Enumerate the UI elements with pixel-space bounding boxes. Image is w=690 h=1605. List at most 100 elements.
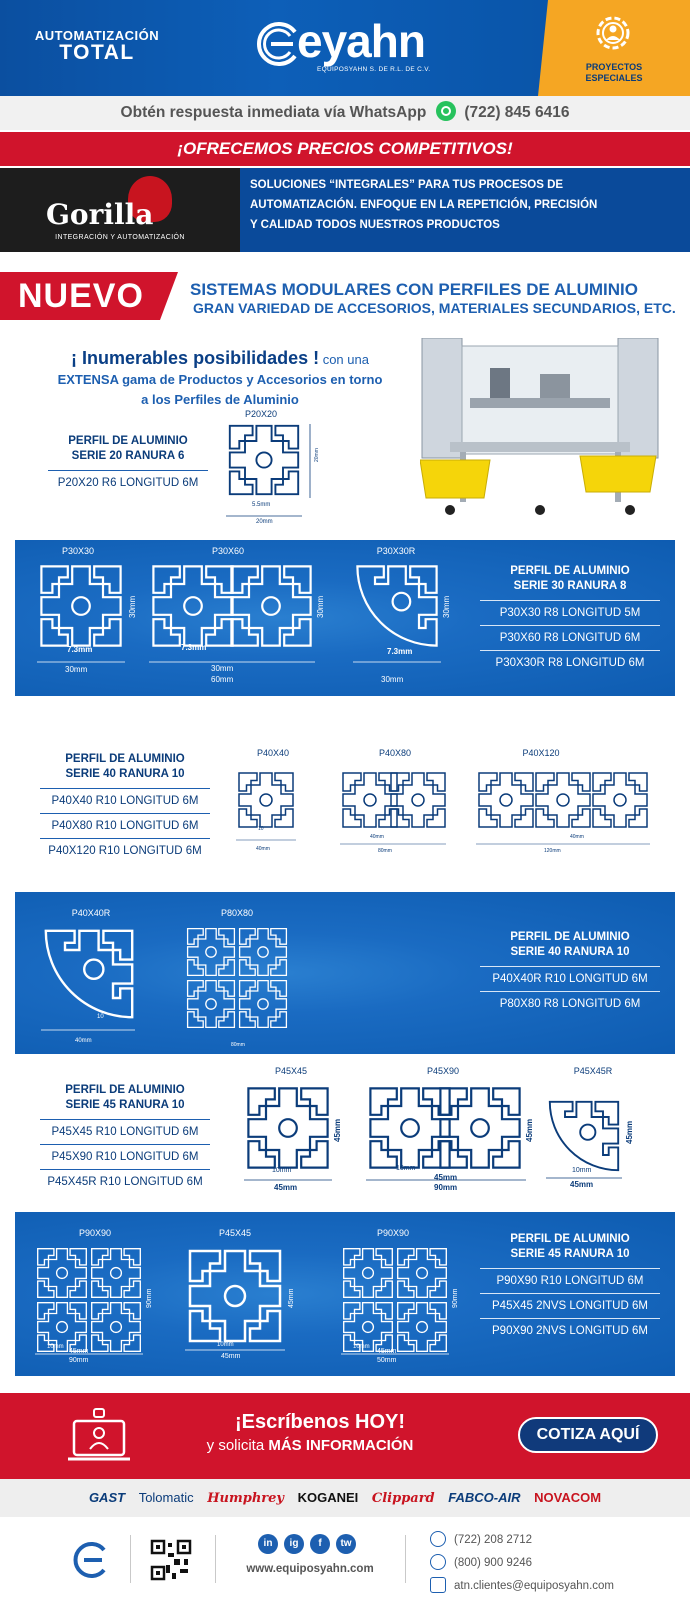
serie-20-title: PERFIL DE ALUMINIO SERIE 20 RANURA 6 bbox=[48, 434, 208, 464]
email-icon bbox=[430, 1577, 446, 1593]
dim-label: 40mm bbox=[75, 1038, 92, 1044]
email-text: atn.clientes@equiposyahn.com bbox=[454, 1580, 614, 1592]
dim-label: 45mm bbox=[333, 1119, 342, 1142]
dim-label: 45mm bbox=[288, 1288, 295, 1308]
serie-40-title-1: PERFIL DE ALUMINIO bbox=[65, 753, 185, 765]
profile-label: P40X40R bbox=[71, 908, 111, 918]
profile-p90-drawings: 10mm 45mm 90mm 90mm 10mm 45mm 45mm 10mm … bbox=[35, 1248, 459, 1364]
brand-logo[interactable]: Humphrey bbox=[207, 1491, 284, 1506]
qr-code-icon[interactable] bbox=[150, 1539, 192, 1581]
contact-email[interactable]: atn.clientes@equiposyahn.com bbox=[430, 1577, 614, 1593]
serie-45-specs: PERFIL DE ALUMINIO SERIE 45 RANURA 10 P9… bbox=[480, 1232, 660, 1343]
special-projects-badge[interactable]: PROYECTOS ESPECIALES bbox=[538, 0, 690, 96]
eyahn-logo-mark-icon bbox=[257, 22, 297, 66]
serie-45-list: P45X45 R10 LONGITUD 6M P45X90 R10 LONGIT… bbox=[40, 1119, 210, 1194]
product-row[interactable]: P30X60 R8 LONGITUD 6M bbox=[480, 625, 660, 650]
profile-label: P90X90 bbox=[376, 1228, 410, 1238]
special-line-1: PROYECTOS bbox=[585, 62, 643, 72]
profile-label: P45X90 bbox=[426, 1066, 460, 1076]
cta-banner: ¡Escríbenos HOY! y solicita MÁS INFORMAC… bbox=[0, 1393, 690, 1479]
whatsapp-bar[interactable]: Obtén respuesta inmediata vía WhatsApp (7… bbox=[0, 96, 690, 130]
dim-label: 60mm bbox=[211, 675, 234, 684]
brand-logo[interactable]: Tolomatic bbox=[138, 1490, 194, 1505]
dim-label: 30mm bbox=[65, 665, 88, 674]
whatsapp-phone[interactable]: (722) 845 6416 bbox=[464, 104, 570, 121]
brand-logo[interactable]: Clippard bbox=[371, 1491, 435, 1506]
tagline-line-1: AUTOMATIZACIÓN bbox=[34, 28, 160, 43]
logo-subtitle: EQUIPOSYAHN S. DE R.L. DE C.V. bbox=[317, 66, 431, 73]
dim-slot-label: 10mm bbox=[217, 1342, 234, 1348]
product-row[interactable]: P30X30R R8 LONGITUD 6M bbox=[480, 650, 660, 675]
intro-text: ¡ Inumerables posibilidades ! con una EX… bbox=[30, 348, 410, 410]
product-row[interactable]: P45X45 2NVS LONGITUD 6M bbox=[480, 1293, 660, 1318]
product-row[interactable]: P40X120 R10 LONGITUD 6M bbox=[40, 838, 210, 863]
intro-headline: ¡ Inumerables posibilidades ! bbox=[71, 348, 320, 368]
gorilla-tagline: INTEGRACIÓN Y AUTOMATIZACIÓN bbox=[55, 234, 185, 241]
profile-p45-drawings: 45mm 10mm 45mm 45mm 90mm 10mm 45mm 10mm … bbox=[244, 1087, 634, 1192]
dim-label: 45mm bbox=[69, 1348, 89, 1355]
serie-40r-specs: PERFIL DE ALUMINIO SERIE 40 RANURA 10 P4… bbox=[480, 930, 660, 1016]
header-tagline: AUTOMATIZACIÓN TOTAL bbox=[22, 28, 172, 65]
serie-45-title-2: SERIE 45 RANURA 10 bbox=[65, 1099, 185, 1111]
gorilla-brand-block: Gorilla INTEGRACIÓN Y AUTOMATIZACIÓN bbox=[0, 168, 240, 252]
profile-label: P40X80 bbox=[378, 748, 412, 758]
phone-icon bbox=[430, 1554, 446, 1570]
product-row[interactable]: P40X40 R10 LONGITUD 6M bbox=[40, 788, 210, 813]
contact-phone-2[interactable]: (800) 900 9246 bbox=[430, 1554, 532, 1570]
instagram-icon[interactable]: ig bbox=[284, 1534, 304, 1554]
profile-p30-drawings: 7.3mm 7.3mm 7.3mm 30mm 30mm 60mm 30mm 30… bbox=[37, 565, 451, 684]
product-row[interactable]: P45X45R R10 LONGITUD 6M bbox=[40, 1169, 210, 1194]
website-link[interactable]: www.equiposyahn.com bbox=[246, 1563, 374, 1575]
linkedin-icon[interactable]: in bbox=[258, 1534, 278, 1554]
serie-45b-title: PERFIL DE ALUMINIO SERIE 45 RANURA 10 bbox=[480, 1232, 660, 1262]
dim-label: 90mm bbox=[146, 1288, 153, 1308]
brand-logo[interactable]: KOGANEI bbox=[297, 1490, 359, 1505]
brand-logo[interactable]: GAST bbox=[88, 1490, 126, 1505]
dim-slot-label: 10 bbox=[97, 1014, 104, 1020]
product-row[interactable]: P80X80 R8 LONGITUD 6M bbox=[480, 991, 660, 1016]
dim-label: 45mm bbox=[377, 1348, 397, 1355]
contact-phone-1[interactable]: (722) 208 2712 bbox=[430, 1531, 532, 1547]
cta-headline: ¡Escríbenos HOY! bbox=[234, 1411, 406, 1433]
brand-logo[interactable]: FABCO-AIR bbox=[448, 1490, 521, 1505]
product-row[interactable]: P40X40R R10 LONGITUD 6M bbox=[480, 966, 660, 991]
dim-label: 45mm bbox=[434, 1173, 457, 1182]
phone-icon bbox=[430, 1531, 446, 1547]
quote-button[interactable]: COTIZA AQUÍ bbox=[518, 1417, 658, 1453]
eyahn-footer-logo-icon[interactable] bbox=[72, 1541, 110, 1579]
footer-divider bbox=[130, 1535, 131, 1583]
dim-height-label: 20mm bbox=[314, 448, 320, 462]
product-row[interactable]: P20X20 R6 LONGITUD 6M bbox=[48, 470, 208, 495]
dim-label: 30mm bbox=[381, 675, 404, 684]
serie-20-title-2: SERIE 20 RANURA 6 bbox=[71, 450, 185, 462]
dim-width-label: 20mm bbox=[256, 519, 273, 524]
dim-label: 120mm bbox=[544, 848, 561, 854]
profile-label: P80X80 bbox=[220, 908, 254, 918]
dim-label: 90mm bbox=[452, 1288, 459, 1308]
logo-wordmark: eyahn bbox=[297, 15, 426, 67]
profile-p20x20-drawing: 5.5mm 20mm 20mm bbox=[226, 424, 320, 524]
product-row[interactable]: P45X90 R10 LONGITUD 6M bbox=[40, 1144, 210, 1169]
product-row[interactable]: P30X30 R8 LONGITUD 5M bbox=[480, 600, 660, 625]
facebook-icon[interactable]: f bbox=[310, 1534, 330, 1554]
whatsapp-text: Obtén respuesta inmediata vía WhatsApp bbox=[120, 104, 427, 121]
dim-label: 45mm bbox=[625, 1121, 634, 1144]
brand-logo[interactable]: NOVACOM bbox=[534, 1490, 602, 1505]
tagline-line-2: TOTAL bbox=[59, 41, 135, 64]
serie-40r-title: PERFIL DE ALUMINIO SERIE 40 RANURA 10 bbox=[480, 930, 660, 960]
phone-2-text: (800) 900 9246 bbox=[454, 1557, 533, 1569]
product-row[interactable]: P40X80 R10 LONGITUD 6M bbox=[40, 813, 210, 838]
product-row[interactable]: P90X90 2NVS LONGITUD 6M bbox=[480, 1318, 660, 1343]
twitter-icon[interactable]: tw bbox=[336, 1534, 356, 1554]
product-row[interactable]: P45X45 R10 LONGITUD 6M bbox=[40, 1119, 210, 1144]
dim-label: 40mm bbox=[256, 846, 270, 852]
product-row[interactable]: P90X90 R10 LONGITUD 6M bbox=[480, 1268, 660, 1293]
profile-label: P45X45 bbox=[274, 1066, 308, 1076]
profile-label: P90X90 bbox=[78, 1228, 112, 1238]
eyahn-logo[interactable]: eyahn EQUIPOSYAHN S. DE R.L. DE C.V. bbox=[255, 14, 455, 78]
dim-label: 30mm bbox=[442, 595, 451, 618]
profile-label: P45X45 bbox=[218, 1228, 252, 1238]
profile-label: P30X60 bbox=[211, 546, 245, 556]
dim-label: 80mm bbox=[378, 848, 392, 854]
